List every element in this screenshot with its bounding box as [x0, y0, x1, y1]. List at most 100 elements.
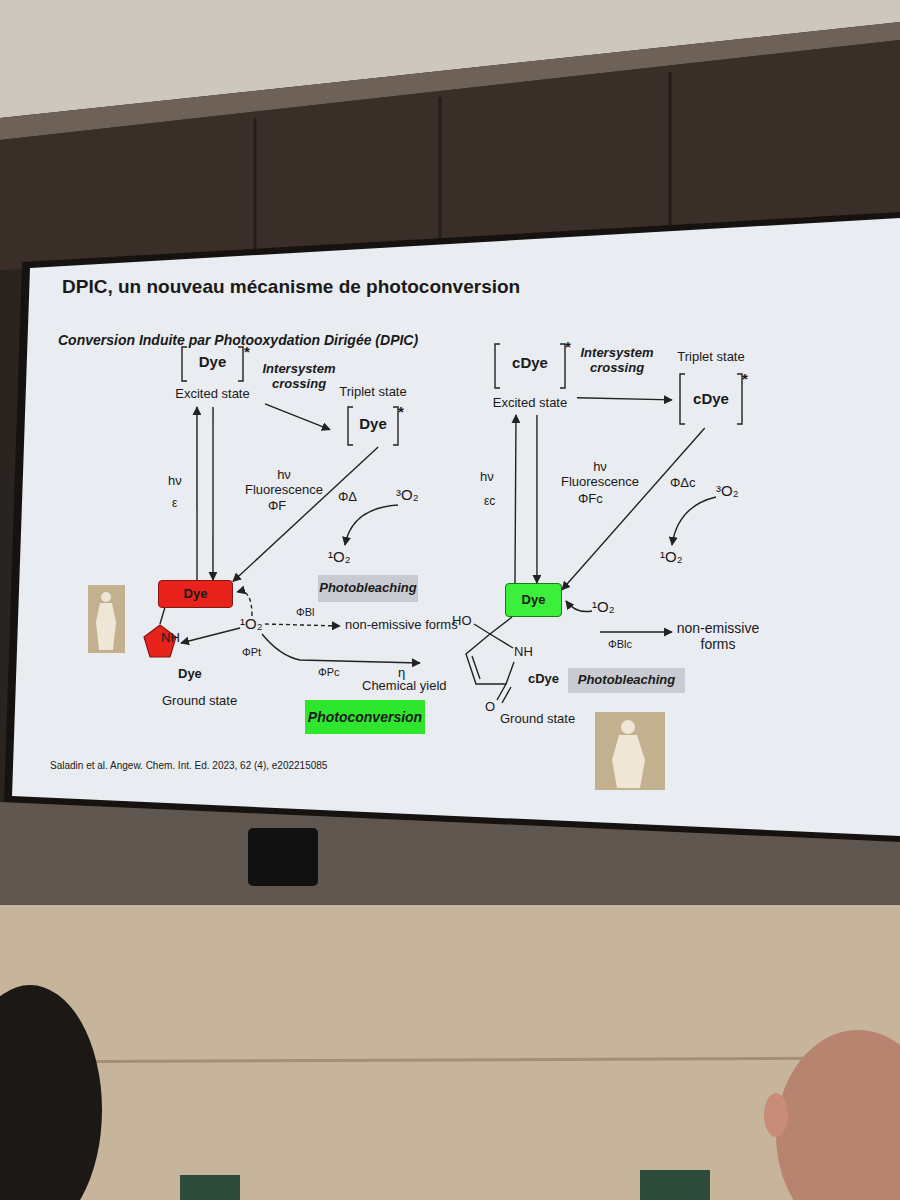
node-text: Triplet state — [330, 385, 416, 400]
diagram-label: ε — [172, 497, 177, 511]
diagram-label: ΦPc — [318, 666, 340, 679]
process-arrow — [562, 428, 705, 590]
diagram-label: ΦΔ — [338, 490, 357, 505]
left-bracket — [680, 374, 685, 424]
process-arrow — [577, 398, 672, 400]
node-text: * — [742, 370, 748, 387]
right-bracket — [560, 344, 565, 388]
diagram-label: ¹O₂ — [328, 548, 351, 565]
node-text: cDye — [483, 354, 577, 371]
node-text: Triplet state — [672, 350, 750, 365]
process-arrow — [536, 415, 537, 583]
seat-back — [640, 1170, 710, 1200]
right-bracket — [238, 347, 243, 381]
statue-figure — [101, 592, 111, 602]
edge-label: Intersystem crossing — [580, 346, 654, 376]
dye-box: Dye — [505, 583, 562, 617]
process-arrow — [233, 447, 378, 581]
node-text: NH — [161, 631, 180, 646]
diagram-label: ΦBl — [296, 606, 315, 619]
diagram-label: ΦFc — [578, 492, 603, 507]
wood-wall — [0, 905, 900, 1200]
triplet-state: Triplet stateDye* — [330, 385, 416, 447]
statue-figure — [612, 735, 645, 788]
double-bond — [472, 656, 480, 679]
citation: Saladin et al. Angew. Chem. Int. Ed. 202… — [50, 760, 327, 772]
statue-figure — [96, 603, 116, 650]
process-arrow — [196, 407, 197, 580]
node-text: Excited state — [160, 387, 265, 402]
diagram-label: NH — [514, 645, 533, 660]
carbonyl-bond — [497, 684, 511, 703]
oxygen-arrow — [672, 497, 716, 545]
process-arrow — [265, 404, 330, 430]
node-text: cDye — [672, 390, 750, 407]
slide-subtitle: Conversion Induite par Photooxydation Di… — [58, 332, 418, 348]
statue-picture — [595, 712, 665, 790]
node-text: Photobleaching — [578, 673, 676, 688]
statue-picture — [88, 585, 125, 653]
left-bracket — [182, 347, 187, 381]
node-text: Photobleaching — [319, 581, 417, 596]
left-bracket — [495, 344, 500, 388]
bleaching-arrow — [600, 631, 672, 632]
statue-figure — [621, 720, 635, 734]
edge-label: Intersystem crossing — [262, 362, 336, 392]
triplet-state: Triplet state cDye * — [672, 350, 750, 428]
audience-head — [0, 985, 102, 1200]
diagram-label: ¹O₂ — [592, 598, 615, 615]
diagram-label: Chemical yield — [362, 679, 447, 694]
chemical-bond — [474, 624, 490, 634]
right-bracket — [737, 374, 742, 424]
edge-label: hν — [168, 474, 182, 489]
conversion-arrow — [262, 634, 420, 663]
node-text: Dye — [522, 593, 546, 608]
pyrrolinone-ring — [466, 634, 514, 684]
process-arrow — [515, 415, 516, 583]
diagram-label: HO — [452, 614, 472, 629]
node-text: Photoconversion — [308, 709, 422, 725]
diagram-label: non-emissive forms — [676, 620, 760, 652]
diagram-label: cDye — [528, 672, 559, 687]
oxygen-arrow — [345, 505, 398, 545]
pyrrole-ring: NH — [143, 624, 177, 658]
node-text: * — [398, 403, 404, 420]
oxidation-arrow — [566, 601, 592, 612]
conversion-box: Photoconversion — [305, 700, 425, 734]
dashed-arrow — [265, 624, 340, 626]
process-arrow — [212, 407, 213, 580]
edge-label: hν Fluorescence — [560, 460, 640, 490]
diagram-label: Ground state — [500, 712, 575, 727]
bond-line — [160, 608, 165, 624]
node-text: Excited state — [483, 396, 577, 411]
diagram-label: ¹O₂ — [660, 548, 683, 565]
screen-frame — [4, 212, 900, 842]
left-bracket — [348, 407, 353, 445]
excited-state: Dye*Excited state — [160, 345, 265, 407]
diagram-label: ΦBlc — [608, 638, 632, 651]
panel-joint — [254, 118, 257, 255]
excited-state: cDye*Excited state — [483, 340, 577, 415]
bleaching-box: Photobleaching — [318, 575, 418, 602]
wood-seam — [0, 1058, 900, 1062]
seat-back — [180, 1175, 240, 1200]
diagram-label: non-emissive forms — [345, 618, 458, 633]
panel-joint — [669, 72, 672, 232]
dye-box: Dye — [158, 580, 233, 608]
slide-title: DPIC, un nouveau mécanisme de photoconve… — [62, 276, 520, 298]
oxidation-arrow — [181, 628, 240, 643]
diagram-label: ΦPt — [242, 646, 261, 659]
audience-ear — [764, 1093, 788, 1137]
diagram-label: O — [485, 700, 495, 715]
edge-label: hν Fluorescence — [244, 468, 324, 498]
diagram-label: ΦF — [268, 499, 286, 514]
chemical-bond — [490, 617, 512, 634]
diagram-label: ³O₂ — [396, 486, 419, 503]
right-bracket — [393, 407, 398, 445]
diagram-label: ¹O₂ — [240, 615, 263, 632]
bleaching-box: Photobleaching — [568, 668, 685, 693]
